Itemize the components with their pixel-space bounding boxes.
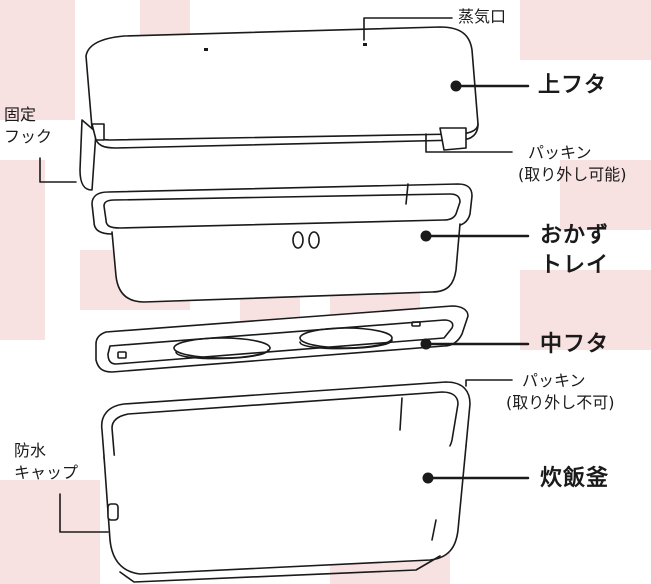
leader-lines	[39, 17, 530, 533]
bottom-gasket-label: パッキン (取り外し不可)	[506, 370, 646, 414]
top-gasket-label-line1: パッキン	[528, 143, 592, 162]
middle-lid-label: 中フタ	[540, 332, 610, 357]
rice-cooker-pot-label: 炊飯釜	[540, 466, 610, 491]
side-dish-tray-label: おかず トレイ	[540, 221, 609, 281]
bottom-gasket-label-line1: パッキン	[522, 371, 586, 390]
fixing-hook-label-line2: フック	[4, 127, 53, 146]
top-lid-label: 上フタ	[538, 73, 608, 98]
top-lid	[85, 26, 479, 149]
waterproof-cap-label-line1: 防水	[14, 441, 47, 460]
waterproof-cap-label: 防水 キャップ	[14, 440, 78, 484]
side-dish-tray-label-line1: おかず	[540, 223, 610, 248]
steam-vent-label: 蒸気口	[458, 7, 507, 26]
middle-lid	[95, 305, 469, 373]
bottom-gasket-label-line2: (取り外し不可)	[506, 393, 615, 412]
fixing-hook-right	[439, 127, 467, 151]
top-gasket-label-line2: (取り外し可能)	[518, 165, 627, 184]
rice-cooker-pot	[100, 381, 471, 583]
fixing-hook-left	[79, 119, 105, 191]
fixing-hook-label: 固定 フック	[4, 104, 52, 148]
fixing-hook-label-line1: 固定	[4, 105, 37, 124]
waterproof-cap-label-line2: キャップ	[14, 463, 79, 482]
top-gasket-label: パッキン (取り外し可能)	[518, 142, 651, 186]
side-dish-tray	[91, 183, 473, 303]
side-dish-tray-label-line2: トレイ	[540, 253, 610, 278]
